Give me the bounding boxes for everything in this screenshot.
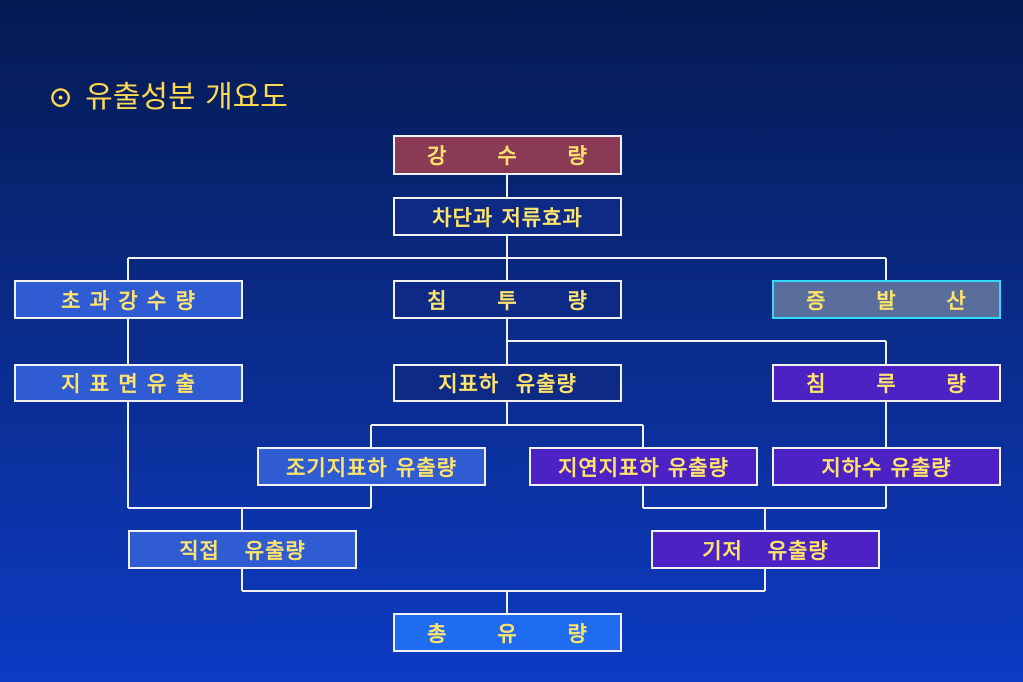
node-label: 직접 유출량 — [179, 537, 306, 563]
node-total-runoff: 총 유 량 — [393, 613, 622, 652]
node-label: 지 표 면 유 출 — [61, 371, 196, 396]
node-label: 증 발 산 — [806, 287, 967, 313]
node-groundwater-runoff: 지하수 유출량 — [772, 447, 1001, 486]
bullet-icon: ⊙ — [48, 80, 74, 115]
node-early-subsurface-runoff: 조기지표하 유출량 — [257, 447, 486, 486]
node-infiltration: 침 투 량 — [393, 280, 622, 319]
node-label: 지연지표하 유출량 — [558, 454, 729, 480]
node-delayed-subsurface-runoff: 지연지표하 유출량 — [529, 447, 758, 486]
node-percolation: 침 루 량 — [772, 364, 1001, 402]
node-subsurface-runoff: 지표하 유출량 — [393, 364, 622, 402]
node-surface-runoff: 지 표 면 유 출 — [14, 364, 243, 402]
node-label: 조기지표하 유출량 — [286, 454, 457, 480]
node-label: 강 수 량 — [427, 143, 588, 168]
title-text: 유출성분 개요도 — [85, 80, 288, 115]
page-title: ⊙ 유출성분 개요도 — [48, 78, 288, 118]
node-label: 지하수 유출량 — [821, 454, 952, 480]
node-label: 차단과 저류효과 — [432, 204, 583, 230]
node-label: 초 과 강 수 량 — [61, 287, 196, 313]
node-label: 기저 유출량 — [702, 537, 829, 563]
node-interception: 차단과 저류효과 — [393, 197, 622, 236]
node-label: 총 유 량 — [427, 620, 588, 646]
node-label: 침 투 량 — [427, 287, 588, 313]
node-excess-rain: 초 과 강 수 량 — [14, 280, 243, 319]
node-direct-runoff: 직접 유출량 — [128, 530, 357, 569]
node-evaporation: 증 발 산 — [772, 280, 1001, 319]
node-label: 지표하 유출량 — [438, 371, 577, 396]
node-base-runoff: 기저 유출량 — [651, 530, 880, 569]
node-rainfall: 강 수 량 — [393, 135, 622, 175]
node-label: 침 루 량 — [806, 371, 967, 396]
